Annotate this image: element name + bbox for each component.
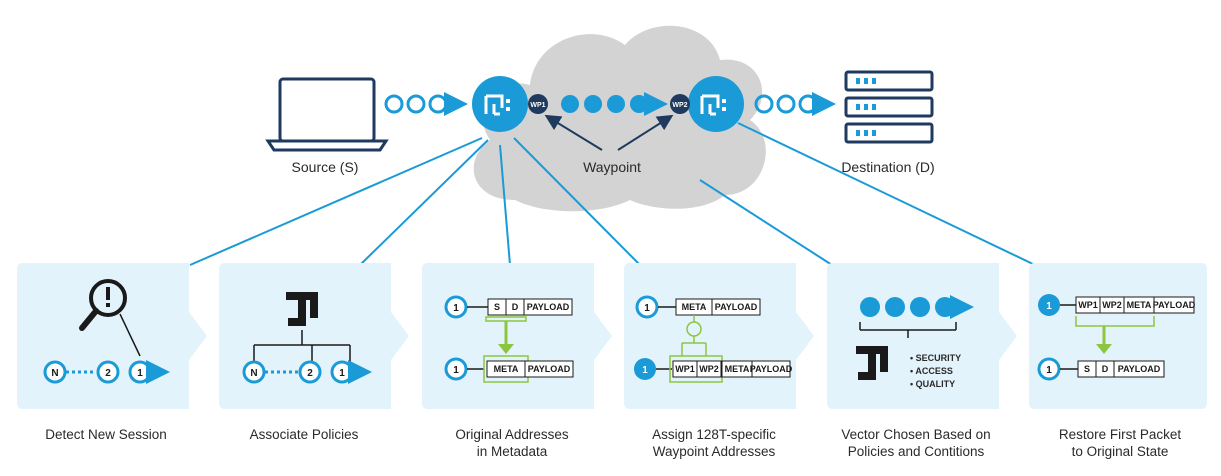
- svg-text:1: 1: [453, 303, 459, 314]
- svg-text:WP2: WP2: [672, 102, 687, 109]
- step-caption: in Metadata: [477, 444, 548, 459]
- svg-text:PAYLOAD: PAYLOAD: [1118, 364, 1161, 374]
- packet-row-after: 1 META PAYLOAD: [444, 355, 574, 383]
- green-split-connector: [681, 315, 707, 356]
- laptop-icon: [265, 77, 389, 152]
- svg-text:PAYLOAD: PAYLOAD: [528, 364, 571, 374]
- packet-row-after: 1 WP1 WP2 META PAYLOAD: [634, 355, 793, 383]
- magnifier-alert-icon: [79, 279, 141, 357]
- svg-text:PAYLOAD: PAYLOAD: [1153, 300, 1196, 310]
- bullet-security: • SECURITY: [910, 353, 961, 363]
- bullet-access: • ACCESS: [910, 366, 953, 376]
- connector-line: [513, 137, 641, 266]
- node-label: 1: [339, 368, 345, 379]
- svg-text:1: 1: [642, 365, 648, 376]
- connector-line: [189, 137, 483, 266]
- packets-transit: [561, 92, 668, 116]
- svg-text:1: 1: [644, 303, 650, 314]
- svg-text:WP2: WP2: [1102, 300, 1122, 310]
- svg-text:1: 1: [453, 365, 459, 376]
- connector-line: [499, 144, 511, 266]
- step-captions: Detect New Session Associate Policies Orig…: [45, 427, 1181, 459]
- panel-original-addresses: 1 S D PAYLOAD 1 META PAYLOAD: [444, 295, 574, 383]
- step-panel: [422, 263, 612, 409]
- connector-lines: [189, 122, 1036, 266]
- panel-detect-session: N 2 1: [43, 279, 170, 384]
- svg-text:1: 1: [1046, 301, 1052, 312]
- wp1-badge: WP1: [528, 94, 548, 114]
- svg-text:WP2: WP2: [699, 364, 719, 374]
- step-caption: Detect New Session: [45, 427, 167, 442]
- step-caption: Associate Policies: [250, 427, 359, 442]
- panel-vector-chosen: • SECURITY • ACCESS • QUALITY: [856, 295, 974, 389]
- step-caption: Vector Chosen Based on: [841, 427, 990, 442]
- green-arrow: [485, 316, 527, 354]
- packet-row-before: 1 META PAYLOAD: [635, 295, 761, 319]
- step-caption: Policies and Contitions: [848, 444, 985, 459]
- step-caption: Restore First Packet: [1059, 427, 1182, 442]
- policy-tree: [253, 330, 351, 362]
- bracket: [859, 322, 957, 338]
- step-panel: [1029, 263, 1207, 409]
- svg-text:META: META: [725, 364, 750, 374]
- connector-line: [359, 139, 489, 266]
- step-caption: to Original State: [1072, 444, 1169, 459]
- packet-row-after: 1 S D PAYLOAD: [1037, 357, 1165, 381]
- svg-text:PAYLOAD: PAYLOAD: [527, 302, 570, 312]
- svg-text:PAYLOAD: PAYLOAD: [715, 302, 758, 312]
- packet-row-before: 1 S D PAYLOAD: [444, 295, 573, 319]
- connector-line: [699, 179, 833, 266]
- step-panels: [17, 263, 1207, 409]
- cloud-shape: [473, 25, 766, 212]
- session-nodes: N 2 1: [43, 360, 170, 384]
- step-caption: Waypoint Addresses: [653, 444, 776, 459]
- svg-text:D: D: [512, 302, 519, 312]
- source-label: Source (S): [292, 159, 359, 175]
- svg-text:S: S: [494, 302, 500, 312]
- destination-label: Destination (D): [841, 159, 934, 175]
- panel-restore-packet: 1 WP1 WP2 META PAYLOAD 1 S D PAYLOAD: [1037, 294, 1196, 381]
- packets-destination: [754, 92, 836, 116]
- svg-text:META: META: [494, 364, 519, 374]
- step-caption: Original Addresses: [455, 427, 569, 442]
- router-icon: [472, 76, 528, 132]
- step-panel: [219, 263, 409, 409]
- packets-source: [384, 92, 468, 116]
- node-label: 1: [137, 368, 143, 379]
- policy-icon: [286, 292, 318, 326]
- svg-text:S: S: [1084, 364, 1090, 374]
- panel-associate-policies: N 2 1: [242, 292, 372, 384]
- svg-text:D: D: [1102, 364, 1109, 374]
- node-label: N: [51, 368, 58, 379]
- node-label: 2: [105, 368, 111, 379]
- green-merge-arrow: [1075, 316, 1155, 354]
- server-icon: [844, 70, 934, 144]
- session-nodes: N 2 1: [242, 360, 372, 384]
- server-lights: [856, 78, 876, 136]
- bullet-quality: • QUALITY: [910, 379, 955, 389]
- node-label: 2: [307, 368, 313, 379]
- svg-text:1: 1: [1046, 365, 1052, 376]
- packets-vector: [860, 295, 974, 319]
- connector-line: [737, 122, 1036, 266]
- waypoint-label: Waypoint: [583, 159, 641, 175]
- router-icon: [688, 76, 744, 132]
- svg-text:META: META: [1127, 300, 1152, 310]
- policy-icon: [856, 346, 888, 380]
- waypoint-arrows: [544, 114, 674, 151]
- wp2-badge: WP2: [670, 94, 690, 114]
- step-panel: [624, 263, 814, 409]
- svg-text:PAYLOAD: PAYLOAD: [750, 364, 793, 374]
- node-label: N: [250, 368, 257, 379]
- svg-text:WP1: WP1: [530, 102, 545, 109]
- step-panel: [17, 263, 207, 409]
- svg-text:WP1: WP1: [1078, 300, 1098, 310]
- svg-text:META: META: [682, 302, 707, 312]
- svg-text:WP1: WP1: [675, 364, 695, 374]
- packet-row-before: 1 WP1 WP2 META PAYLOAD: [1038, 294, 1196, 316]
- panel-assign-waypoints: 1 META PAYLOAD 1 WP1 WP2 META: [634, 295, 793, 383]
- step-caption: Assign 128T-specific: [652, 427, 776, 442]
